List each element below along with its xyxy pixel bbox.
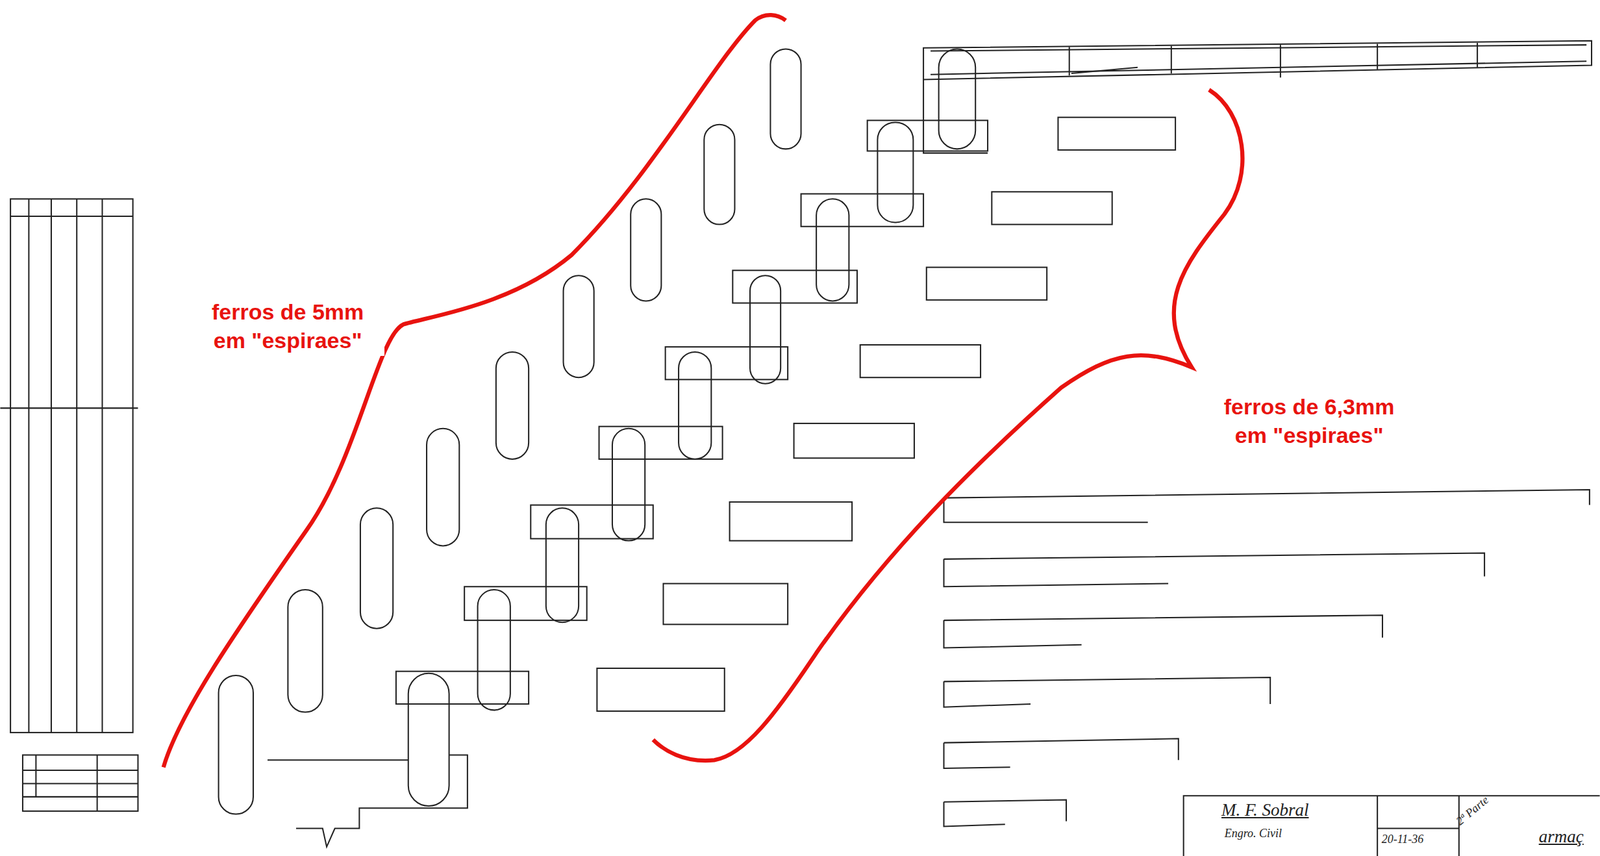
engineer-title: Engro. Civil [1224, 826, 1282, 841]
stair-steps [267, 48, 988, 847]
engineer-name: M. F. Sobral [1221, 800, 1310, 821]
date-text: 20-11-36 [1381, 832, 1425, 847]
bar-schedule-table [0, 198, 138, 812]
beam-outline [923, 40, 1592, 80]
annotation-note: ferros de 5mm em "espiraes" [190, 296, 385, 356]
spiral-bars-6mm [596, 117, 1176, 712]
straight-bars [943, 489, 1589, 826]
annotation-note: ferros de 6,3mm em "espiraes" [1202, 390, 1416, 451]
title-block [1183, 795, 1600, 856]
drawing-title: armaç [1538, 826, 1584, 847]
spiral-bars-5mm [218, 48, 802, 814]
red-brace [163, 14, 1243, 767]
